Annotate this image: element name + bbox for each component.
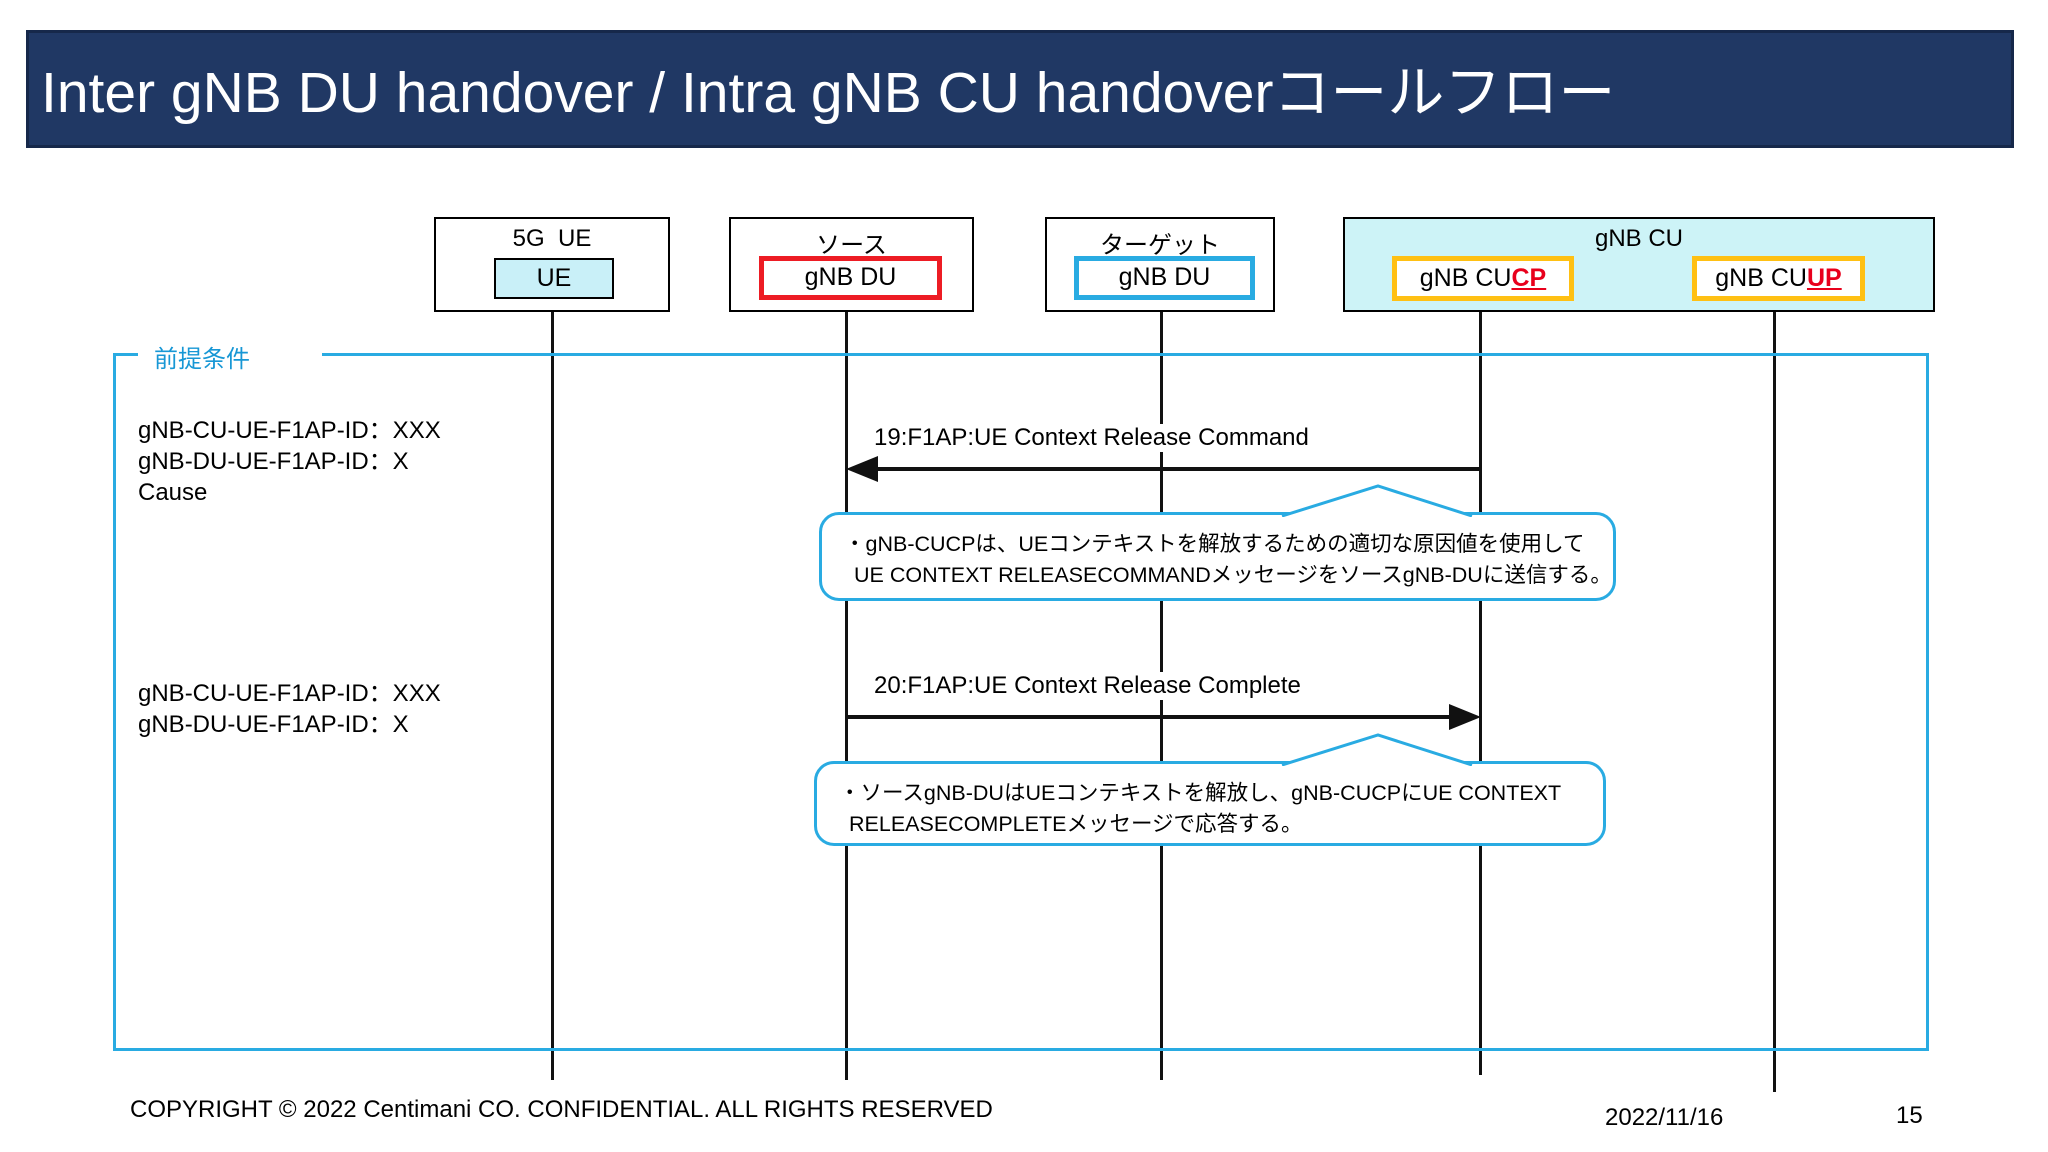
note-20-pointer-icon: [1281, 733, 1473, 766]
actor-box-5g-ue: 5G UE UE: [434, 217, 670, 312]
note-19-callout: ・gNB-CUCPは、UEコンテキストを解放するための適切な原因値を使用して U…: [819, 512, 1616, 601]
footer-date: 2022/11/16: [1605, 1104, 1724, 1131]
actor-node-gnb-cuup: gNB CUUP: [1692, 256, 1865, 301]
actor-node-gnb-cucp: gNB CUCP: [1392, 256, 1574, 301]
cucp-prefix: gNB CU: [1419, 264, 1512, 292]
cucp-suffix: CP: [1511, 264, 1547, 292]
actor-node-source-gnb-du: gNB DU: [759, 256, 942, 300]
message-20-label: 20:F1AP:UE Context Release Complete: [868, 672, 1307, 700]
page-title: Inter gNB DU handover / Intra gNB CU han…: [41, 61, 1616, 125]
note-19-pointer-icon: [1281, 484, 1473, 517]
annotation-line: gNB-CU-UE-F1AP-ID：XXX: [138, 680, 441, 707]
annotation-block-2: gNB-CU-UE-F1AP-ID：XXX gNB-DU-UE-F1AP-ID：…: [138, 678, 441, 740]
actor-group-label-source: ソース: [816, 232, 887, 259]
annotation-line: Cause: [138, 479, 208, 506]
note-20-text: ・ソースgNB-DUはUEコンテキストを解放し、gNB-CUCPにUE CONT…: [839, 778, 1561, 840]
annotation-line: gNB-DU-UE-F1AP-ID：X: [138, 711, 409, 738]
cuup-suffix: UP: [1806, 264, 1842, 292]
footer-copyright: COPYRIGHT © 2022 Centimani CO. CONFIDENT…: [130, 1096, 993, 1123]
cuup-prefix: gNB CU: [1715, 264, 1807, 292]
message-20-arrow-line: [847, 715, 1453, 719]
actor-node-ue: UE: [494, 258, 614, 299]
actor-group-label-target: ターゲット: [1100, 232, 1220, 259]
precondition-label-cover: 前提条件: [138, 339, 322, 373]
annotation-line: gNB-DU-UE-F1AP-ID：X: [138, 448, 409, 475]
actor-box-source: ソース gNB DU: [729, 217, 974, 312]
note-19-text: ・gNB-CUCPは、UEコンテキストを解放するための適切な原因値を使用して U…: [844, 529, 1612, 591]
annotation-block-1: gNB-CU-UE-F1AP-ID：XXX gNB-DU-UE-F1AP-ID：…: [138, 415, 441, 508]
note-20-callout: ・ソースgNB-DUはUEコンテキストを解放し、gNB-CUCPにUE CONT…: [814, 761, 1606, 846]
message-19-arrow-line: [864, 467, 1481, 471]
actor-box-target: ターゲット gNB DU: [1045, 217, 1275, 312]
precondition-frame: [113, 353, 1929, 1051]
annotation-line: gNB-CU-UE-F1AP-ID：XXX: [138, 417, 441, 444]
actor-group-label-gnb-cu: gNB CU: [1594, 225, 1684, 252]
note-line: ・ソースgNB-DUはUEコンテキストを解放し、gNB-CUCPにUE CONT…: [839, 781, 1562, 805]
message-20-arrowhead-icon: [1449, 704, 1481, 730]
note-line: UE CONTEXT RELEASECOMMANDメッセージをソースgNB-DU…: [854, 563, 1612, 587]
note-line: ・gNB-CUCPは、UEコンテキストを解放するための適切な原因値を使用して: [844, 532, 1585, 556]
actor-group-label-5g-ue: 5G UE: [512, 225, 592, 252]
lifeline-ue: [551, 296, 554, 1080]
note-line: RELEASECOMPLETEメッセージで応答する。: [849, 812, 1303, 836]
lifeline-source-gnb-du: [845, 296, 848, 1080]
lifeline-gnb-cuup: [1773, 296, 1776, 1092]
lifeline-gnb-cucp: [1479, 296, 1482, 1075]
message-19-label: 19:F1AP:UE Context Release Command: [868, 424, 1315, 452]
footer-page-number: 15: [1896, 1102, 1923, 1129]
message-19-arrowhead-icon: [846, 456, 878, 482]
precondition-label: 前提条件: [154, 346, 250, 373]
actor-node-target-gnb-du: gNB DU: [1074, 256, 1255, 300]
title-bar: Inter gNB DU handover / Intra gNB CU han…: [26, 30, 2014, 148]
actor-box-gnb-cu: gNB CU gNB CUCP gNB CUUP: [1343, 217, 1935, 312]
